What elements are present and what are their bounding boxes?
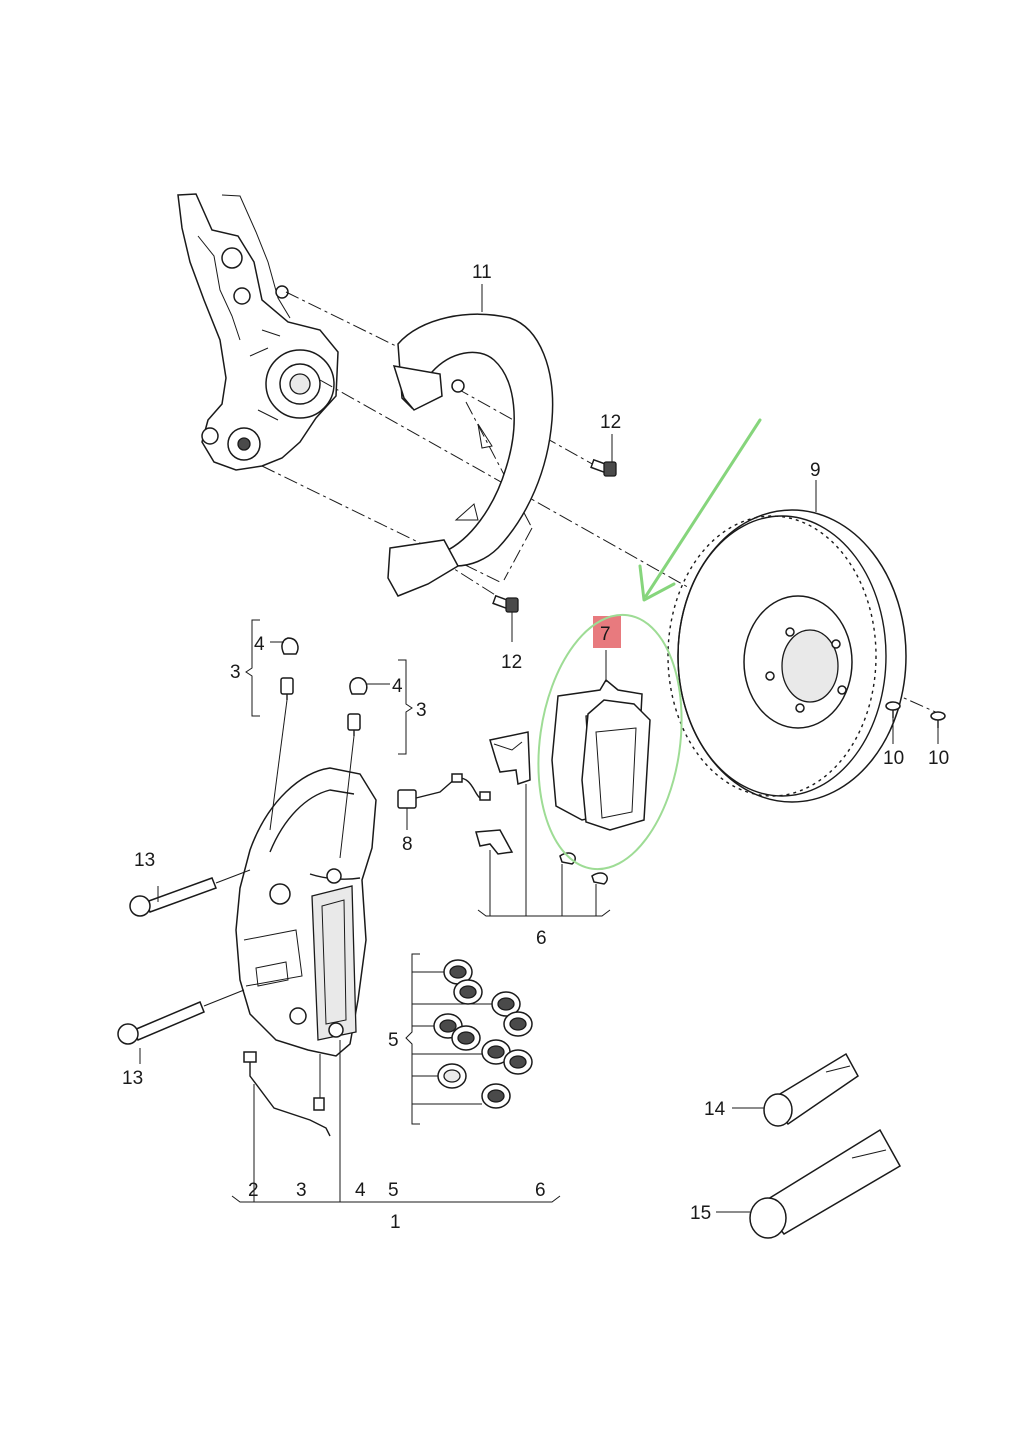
label-bottom-1: 1 bbox=[390, 1212, 401, 1233]
caliper-bolt-lower bbox=[117, 989, 245, 1045]
guide-clip-2 bbox=[591, 872, 608, 885]
bracket-3-left bbox=[245, 619, 260, 717]
bracket-6 bbox=[477, 784, 611, 917]
bracket-3-right bbox=[398, 659, 413, 755]
caliper-bolt-upper bbox=[129, 869, 251, 917]
shield-bolt-lower bbox=[492, 594, 519, 613]
label-4-left: 4 bbox=[254, 634, 265, 655]
brake-disc bbox=[667, 509, 907, 803]
bracket-1 bbox=[231, 1040, 561, 1203]
brake-dust-shield bbox=[387, 313, 554, 597]
label-10-right: 10 bbox=[928, 748, 949, 769]
wear-sensor bbox=[397, 773, 491, 809]
brake-pads bbox=[551, 678, 651, 831]
shield-bolt-upper bbox=[590, 458, 617, 477]
bleeder-valve-left bbox=[280, 677, 294, 700]
bleeder-cap-right bbox=[349, 677, 368, 695]
label-5-group: 5 bbox=[388, 1030, 399, 1051]
grease-tube-small bbox=[763, 1052, 859, 1127]
bracket-5 bbox=[405, 953, 492, 1125]
label-bottom-6: 6 bbox=[535, 1180, 546, 1201]
disc-screw-2 bbox=[930, 711, 946, 728]
label-bottom-4: 4 bbox=[355, 1180, 366, 1201]
label-10-left: 10 bbox=[883, 748, 904, 769]
label-14: 14 bbox=[704, 1099, 726, 1120]
label-3-left: 3 bbox=[230, 662, 241, 683]
steering-knuckle bbox=[177, 193, 339, 471]
highlight-arrow bbox=[638, 418, 762, 602]
highlight-marker-7: 7 bbox=[593, 616, 621, 648]
label-12-upper: 12 bbox=[600, 412, 621, 433]
brake-line bbox=[243, 1051, 331, 1137]
label-4-right: 4 bbox=[392, 676, 403, 697]
label-9: 9 bbox=[810, 460, 821, 481]
callout-labels: 11 12 12 9 10 10 7 4 3 4 3 8 6 13 13 5 1… bbox=[122, 262, 949, 1233]
label-bottom-5: 5 bbox=[388, 1180, 399, 1201]
label-bottom-2: 2 bbox=[248, 1180, 259, 1201]
bleeder-cap-left bbox=[281, 637, 299, 655]
highlight-ring bbox=[537, 613, 683, 871]
pad-spring-clip bbox=[489, 731, 531, 785]
label-11: 11 bbox=[472, 262, 492, 283]
bleeder-valve-right bbox=[347, 713, 361, 736]
leader-valve-right bbox=[339, 735, 355, 859]
grease-tube-large bbox=[749, 1128, 902, 1239]
piston-seals bbox=[433, 959, 533, 1109]
label-8: 8 bbox=[402, 834, 413, 855]
brake-caliper bbox=[235, 767, 377, 1057]
disc-screw-1 bbox=[885, 701, 901, 718]
label-13-lower: 13 bbox=[122, 1068, 143, 1089]
label-bottom-3: 3 bbox=[296, 1180, 307, 1201]
label-12-lower: 12 bbox=[501, 652, 522, 673]
leader-valve-left bbox=[269, 699, 288, 831]
label-13-upper: 13 bbox=[134, 850, 155, 871]
label-15: 15 bbox=[690, 1203, 711, 1224]
leader-lines bbox=[139, 284, 939, 1213]
label-7: 7 bbox=[600, 624, 611, 645]
retaining-clip bbox=[475, 829, 514, 855]
label-6-group: 6 bbox=[536, 928, 547, 949]
label-3-right: 3 bbox=[416, 700, 427, 721]
